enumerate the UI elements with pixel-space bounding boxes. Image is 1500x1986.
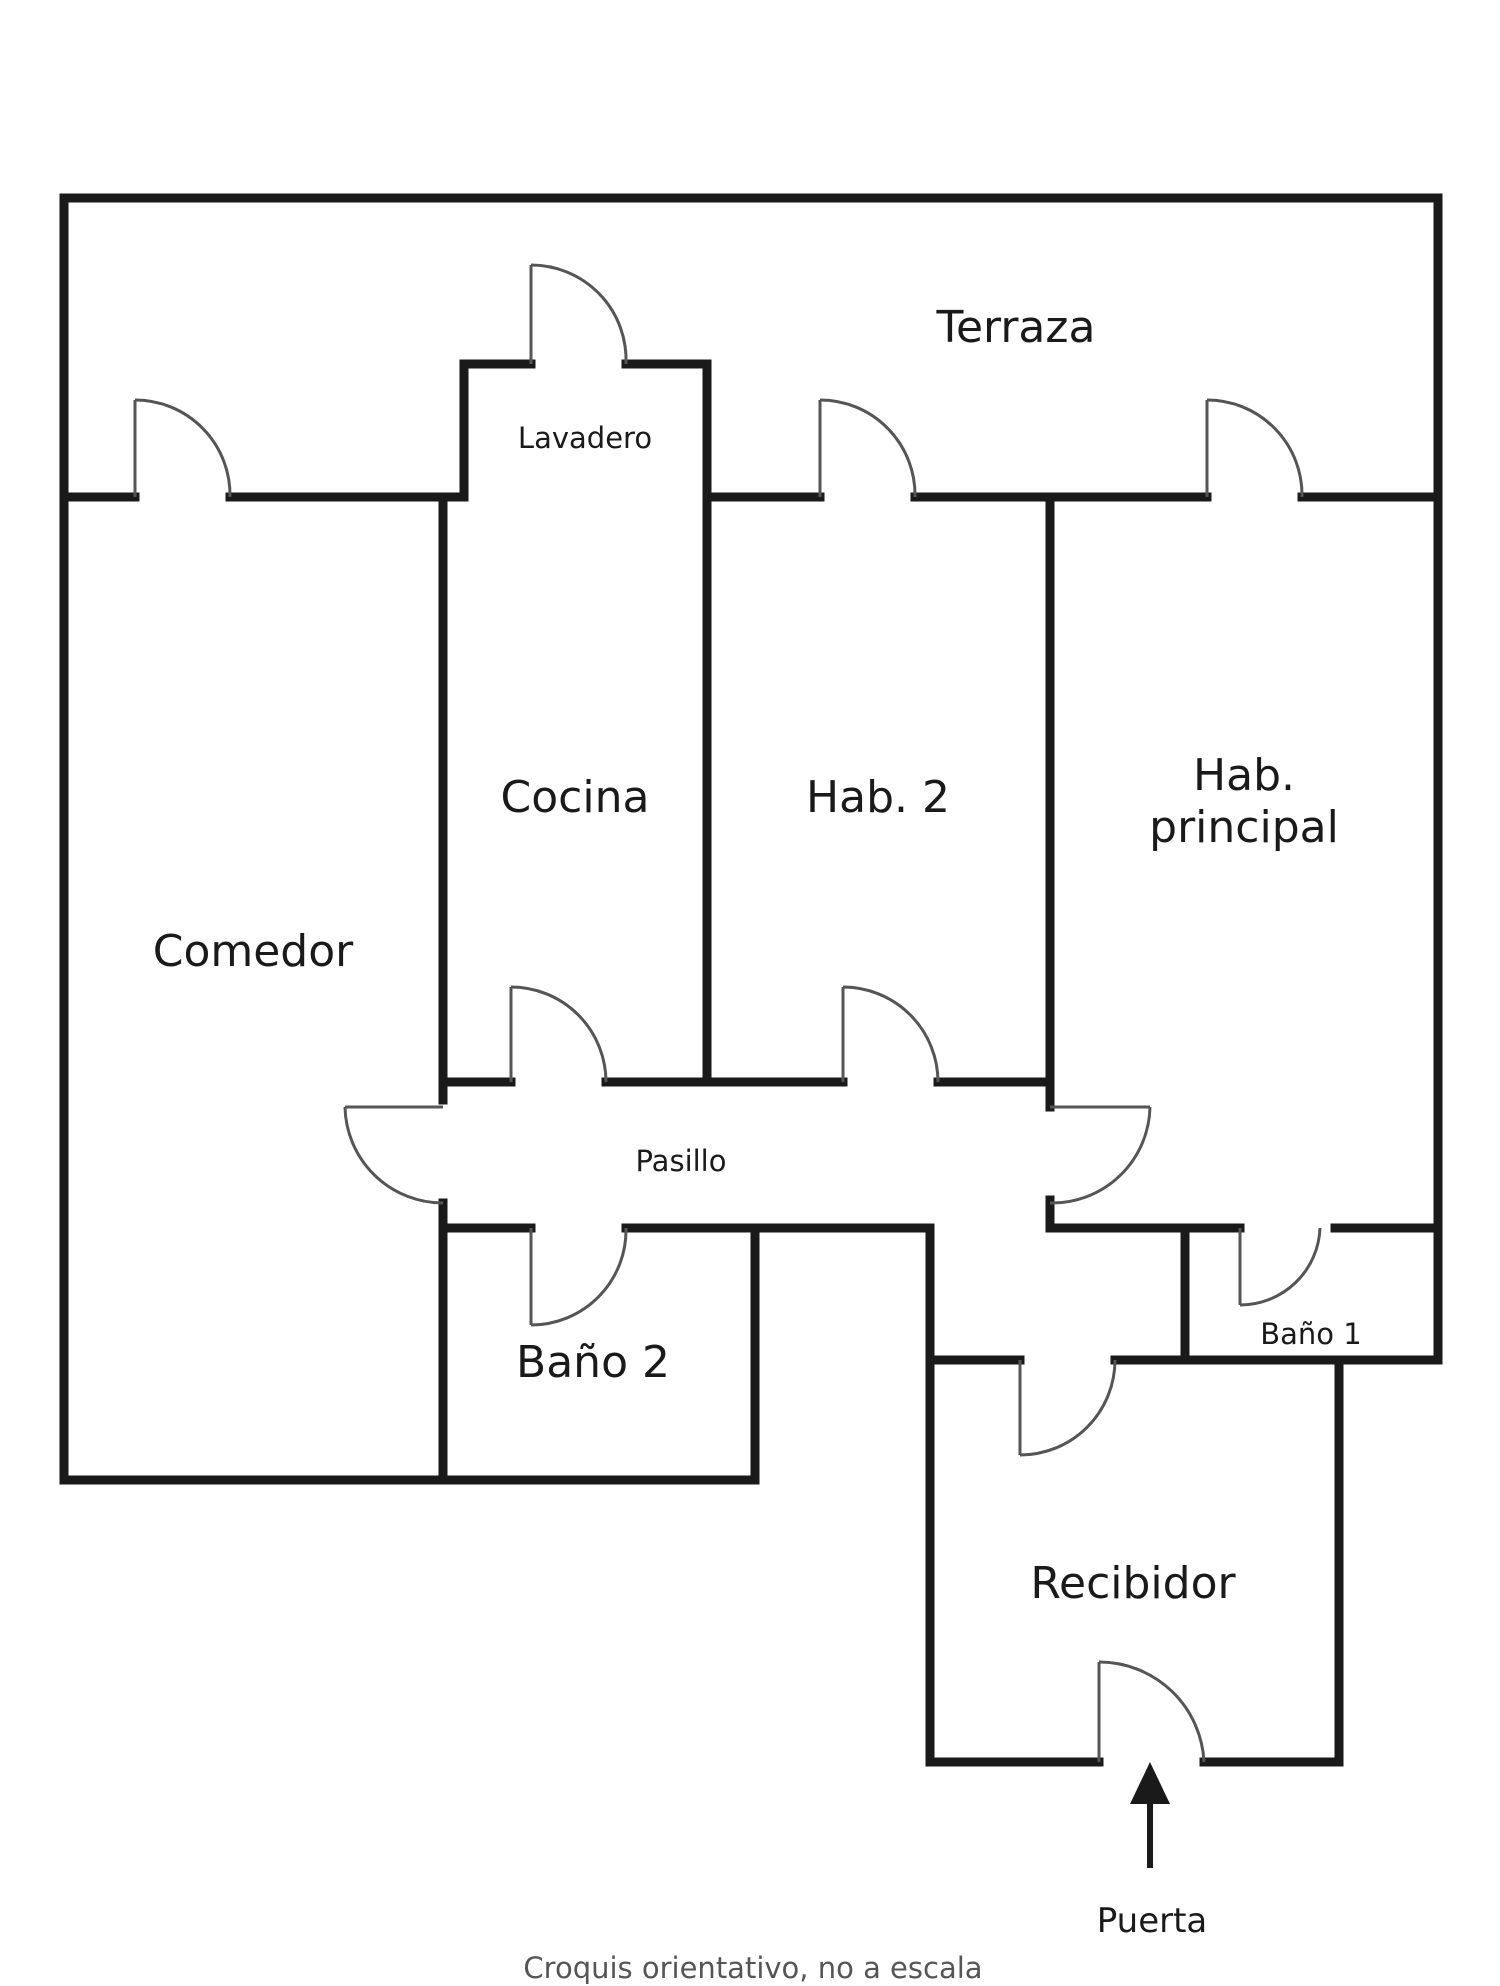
door-habprincipal-terraza bbox=[1205, 398, 1304, 498]
recibidor-walls bbox=[925, 1355, 1344, 1767]
door-hab2-terraza bbox=[818, 398, 917, 498]
room-label-comedor: Comedor bbox=[153, 926, 354, 977]
room-label-hab-principal-line2: principal bbox=[1149, 802, 1339, 853]
room-label-terraza: Terraza bbox=[936, 302, 1096, 353]
room-label-hab-principal-line1: Hab. bbox=[1193, 750, 1295, 801]
interior-walls bbox=[438, 492, 1443, 1485]
door-comedor-terraza bbox=[133, 398, 232, 498]
door-comedor-pasillo bbox=[343, 1105, 444, 1205]
scale-note: Croquis orientativo, no a escala bbox=[523, 1951, 982, 1985]
door-habprincipal-pasillo bbox=[1049, 1105, 1152, 1205]
door-entrada bbox=[1097, 1660, 1206, 1763]
room-label-bano1: Baño 1 bbox=[1260, 1317, 1361, 1351]
entrance-label: Puerta bbox=[1097, 1901, 1208, 1941]
door-lavadero-terraza bbox=[529, 263, 628, 365]
lavadero-walls bbox=[459, 359, 712, 502]
room-label-cocina: Cocina bbox=[501, 772, 650, 823]
room-label-recibidor: Recibidor bbox=[1030, 1558, 1236, 1609]
entrance-arrow-icon bbox=[1130, 1762, 1170, 1868]
door-hab2-pasillo bbox=[841, 985, 940, 1083]
door-bano2-pasillo bbox=[529, 1227, 628, 1327]
room-label-pasillo: Pasillo bbox=[636, 1144, 727, 1178]
room-label-hab2: Hab. 2 bbox=[806, 772, 950, 823]
door-bano1 bbox=[1238, 1227, 1322, 1307]
room-label-bano2: Baño 2 bbox=[516, 1337, 670, 1388]
room-label-lavadero: Lavadero bbox=[518, 421, 652, 455]
door-cocina-pasillo bbox=[509, 985, 608, 1083]
door-recibidor-pasillo bbox=[1018, 1359, 1117, 1457]
